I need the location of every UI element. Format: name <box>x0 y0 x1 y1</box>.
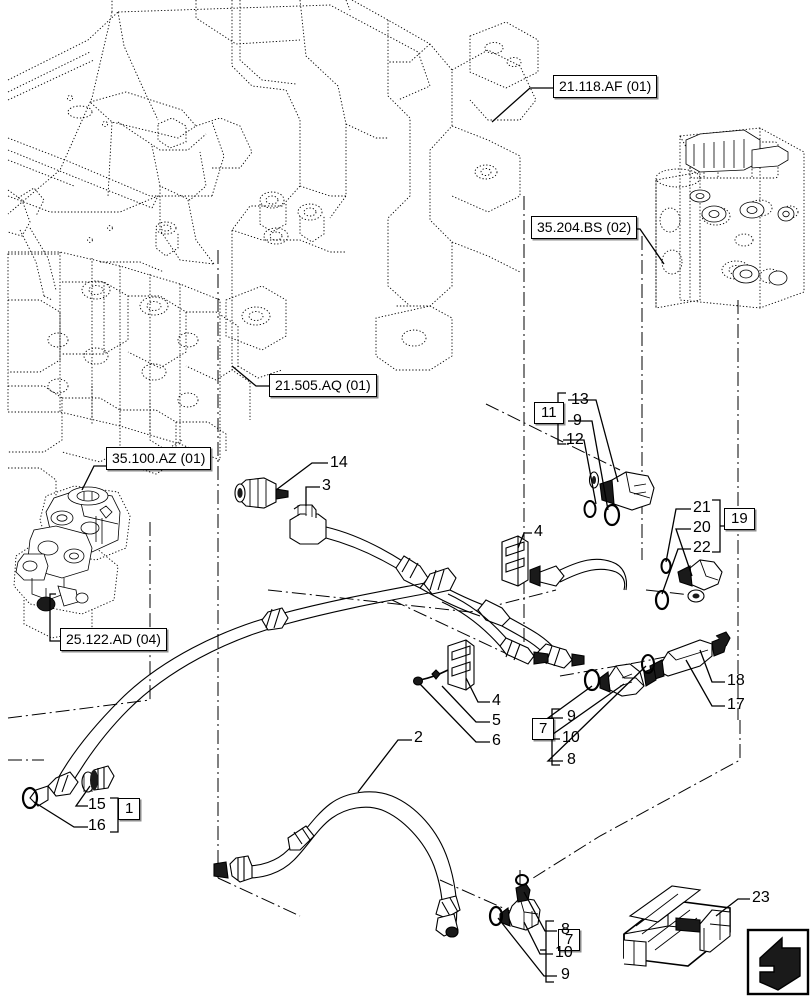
item-number-9-bottom[interactable]: 9 <box>561 967 570 983</box>
part-4-clamp-lower <box>447 639 475 691</box>
item-number-label: 4 <box>492 692 501 709</box>
tractor-frame-reference <box>231 0 539 420</box>
item-number-label: 8 <box>561 921 570 938</box>
ref-callout-35-100-az[interactable]: 35.100.AZ (01) <box>106 447 212 470</box>
item-number-2[interactable]: 2 <box>414 730 423 746</box>
group-box-label: 19 <box>731 510 748 527</box>
ref-callout-label: 35.100.AZ (01) <box>112 450 206 466</box>
part-14-coupling <box>234 477 289 509</box>
item-number-8-bottom[interactable]: 8 <box>561 922 570 938</box>
tractor-body-reference <box>7 0 431 498</box>
item-number-label: 22 <box>693 539 711 556</box>
ref-callout-label: 21.118.AF (01) <box>559 78 652 94</box>
item-number-label: 16 <box>88 817 106 834</box>
item-number-8-mid[interactable]: 8 <box>567 752 576 768</box>
item-number-10-mid[interactable]: 10 <box>562 730 580 746</box>
group-box-7-mid[interactable]: 7 <box>532 718 555 740</box>
part-1-long-hose <box>21 567 457 810</box>
item-number-label: 17 <box>727 696 745 713</box>
ref-callout-label: 21.505.AQ (01) <box>275 377 371 393</box>
item-number-label: 14 <box>330 454 348 471</box>
item-number-14[interactable]: 14 <box>330 455 348 471</box>
item-number-label: 12 <box>566 431 584 448</box>
item-number-22[interactable]: 22 <box>693 540 711 556</box>
item-number-label: 20 <box>693 519 711 536</box>
group-box-label: 11 <box>541 404 557 421</box>
item-number-13[interactable]: 13 <box>571 392 589 408</box>
part-10-elbow-mid <box>583 653 657 697</box>
group-box-label: 1 <box>125 800 134 817</box>
ref-callout-label: 35.204.BS (02) <box>537 219 632 235</box>
item-number-15[interactable]: 15 <box>88 797 106 813</box>
part-3-hydraulic-hose <box>289 504 585 669</box>
item-number-label: 9 <box>561 966 570 983</box>
arrow-box-logo-icon <box>746 928 810 996</box>
item-number-label: 8 <box>567 751 576 768</box>
item-number-4-upper[interactable]: 4 <box>534 524 543 540</box>
ref-callout-35-204-bs[interactable]: 35.204.BS (02) <box>531 216 638 239</box>
part-2-hose <box>213 791 461 938</box>
ref-callout-label: 25.122.AD (04) <box>66 631 161 647</box>
front-valve-block <box>13 485 131 639</box>
item-number-label: 9 <box>573 412 582 429</box>
item-number-21[interactable]: 21 <box>693 500 711 516</box>
item-number-label: 3 <box>322 477 331 494</box>
item-number-label: 13 <box>571 391 589 408</box>
item-number-10-bottom[interactable]: 10 <box>555 945 573 961</box>
group-box-7-bottom[interactable]: 7 <box>558 929 581 951</box>
group-box-1[interactable]: 1 <box>118 798 141 820</box>
item-number-18[interactable]: 18 <box>727 673 745 689</box>
item-number-4-lower[interactable]: 4 <box>492 693 501 709</box>
item-number-label: 9 <box>567 708 576 725</box>
part-20-elbow-fitting <box>654 558 723 611</box>
item-number-9-upper[interactable]: 9 <box>573 413 582 429</box>
item-number-label: 10 <box>562 729 580 746</box>
item-number-6[interactable]: 6 <box>492 733 501 749</box>
part-17-tube <box>649 631 731 681</box>
item-number-20[interactable]: 20 <box>693 520 711 536</box>
group-box-label: 7 <box>539 720 548 737</box>
item-number-5[interactable]: 5 <box>492 713 501 729</box>
item-number-3[interactable]: 3 <box>322 478 331 494</box>
leader-lines <box>33 87 750 977</box>
item-number-label: 15 <box>88 796 106 813</box>
item-number-23[interactable]: 23 <box>752 890 770 906</box>
part-10-elbow-bottom <box>488 874 541 931</box>
ref-callout-25-122-ad[interactable]: 25.122.AD (04) <box>60 628 167 651</box>
item-number-label: 2 <box>414 729 423 746</box>
item-number-16[interactable]: 16 <box>88 818 106 834</box>
item-number-label: 5 <box>492 712 501 729</box>
ref-callout-21-118-af[interactable]: 21.118.AF (01) <box>553 75 658 98</box>
item-number-label: 6 <box>492 732 501 749</box>
upper-right-hose <box>529 558 628 591</box>
shipping-crate-icon <box>623 885 731 967</box>
item-number-label: 21 <box>693 499 711 516</box>
hydraulic-valve-stack-reference <box>7 251 221 461</box>
part-13-elbow-fitting <box>583 471 655 527</box>
item-number-9-mid[interactable]: 9 <box>567 709 576 725</box>
item-number-label: 4 <box>534 523 543 540</box>
item-number-17[interactable]: 17 <box>727 697 745 713</box>
item-number-label: 18 <box>727 672 745 689</box>
rear-valve-solid-detail <box>685 129 795 286</box>
group-box-label: 7 <box>565 931 574 948</box>
group-box-11[interactable]: 11 <box>534 402 564 424</box>
ref-callout-21-505-aq[interactable]: 21.505.AQ (01) <box>269 374 377 397</box>
mid-hose-down-leg <box>441 593 549 665</box>
group-box-19[interactable]: 19 <box>724 508 755 530</box>
item-number-label: 10 <box>555 944 573 961</box>
item-number-12[interactable]: 12 <box>566 432 584 448</box>
part-5-bolt <box>412 669 449 686</box>
item-number-label: 23 <box>752 889 770 906</box>
part-4-clamp-upper <box>501 535 529 587</box>
